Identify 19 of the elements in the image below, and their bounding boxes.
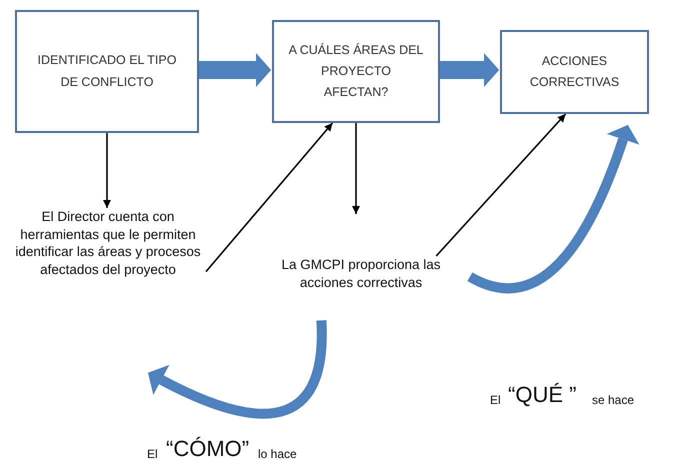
caption-text: “CÓMO” xyxy=(166,438,250,460)
chevron-arrow xyxy=(440,53,500,87)
note-text: El Director cuenta con herramientas que le permiten identificar las áreas y procesos afectados del proyecto xyxy=(10,208,206,314)
arrow xyxy=(103,133,111,208)
arrow xyxy=(436,113,566,257)
arrow xyxy=(352,123,360,214)
process-box: A CUÁLES ÁREAS DEL PROYECTO AFECTAN? xyxy=(272,20,440,123)
arrow xyxy=(205,122,334,272)
caption-text: El xyxy=(490,394,501,406)
caption-text: “QUÉ ” xyxy=(508,384,576,406)
chevron-arrow xyxy=(199,53,272,87)
note-text: La GMCPI proporciona las acciones correctivas xyxy=(262,256,460,302)
process-box: ACCIONES CORRECTIVAS xyxy=(500,30,649,114)
caption-text: se hace xyxy=(592,394,634,406)
caption-text: El xyxy=(147,448,158,460)
process-box: IDENTIFICADO EL TIPO DE CONFLICTO xyxy=(15,10,199,133)
curved-arrow xyxy=(148,320,327,418)
curved-arrow xyxy=(468,125,640,294)
caption-text: lo hace xyxy=(258,448,297,460)
